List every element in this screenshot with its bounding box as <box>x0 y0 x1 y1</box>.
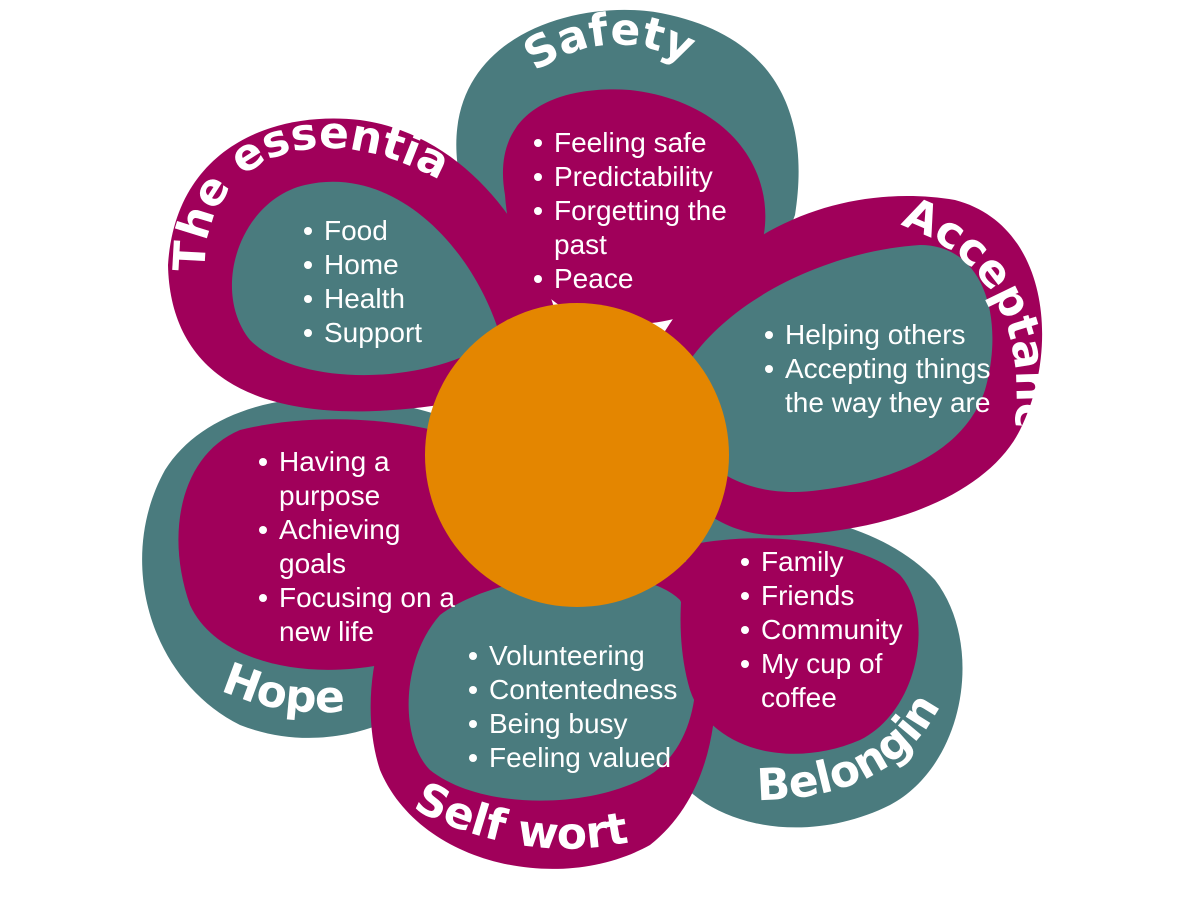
list-item: Family <box>741 545 936 579</box>
list-item: Volunteering <box>469 639 719 673</box>
list-item: Focusing on a new life <box>259 581 464 649</box>
list-item: Friends <box>741 579 936 613</box>
list-item: Predictability <box>534 160 774 194</box>
list-acceptance: Helping others Accepting things the way … <box>763 318 1000 420</box>
list-item: Helping others <box>765 318 1000 352</box>
list-item: Being busy <box>469 707 719 741</box>
inner-petals <box>178 89 993 801</box>
list-item: Food <box>304 214 474 248</box>
list-item: Peace <box>534 262 774 296</box>
list-item: Forgetting the past <box>534 194 774 262</box>
petal-belonging-inner <box>680 538 919 754</box>
list-safety: Feeling safe Predictability Forgetting t… <box>532 126 774 296</box>
center-circle <box>425 303 729 607</box>
list-essentials: Food Home Health Support <box>302 214 474 350</box>
list-item: Contentedness <box>469 673 719 707</box>
list-item: Achieving goals <box>259 513 464 581</box>
list-selfworth: Volunteering Contentedness Being busy Fe… <box>467 639 719 775</box>
list-belonging: Family Friends Community My cup of coffe… <box>739 545 936 715</box>
petal-safety-inner <box>502 89 766 325</box>
list-hope: Having a purpose Achieving goals Focusin… <box>257 445 464 649</box>
list-item: My cup of coffee <box>741 647 936 715</box>
petal-essentials-inner <box>231 181 500 376</box>
list-item: Support <box>304 316 474 350</box>
list-item: Feeling valued <box>469 741 719 775</box>
list-item: Having a purpose <box>259 445 464 513</box>
list-item: Community <box>741 613 936 647</box>
list-item: Health <box>304 282 474 316</box>
list-item: Feeling safe <box>534 126 774 160</box>
petal-acceptance-inner <box>690 245 993 492</box>
list-item: Home <box>304 248 474 282</box>
list-item: Accepting things the way they are <box>765 352 1000 420</box>
petal-selfworth-inner <box>408 574 697 801</box>
